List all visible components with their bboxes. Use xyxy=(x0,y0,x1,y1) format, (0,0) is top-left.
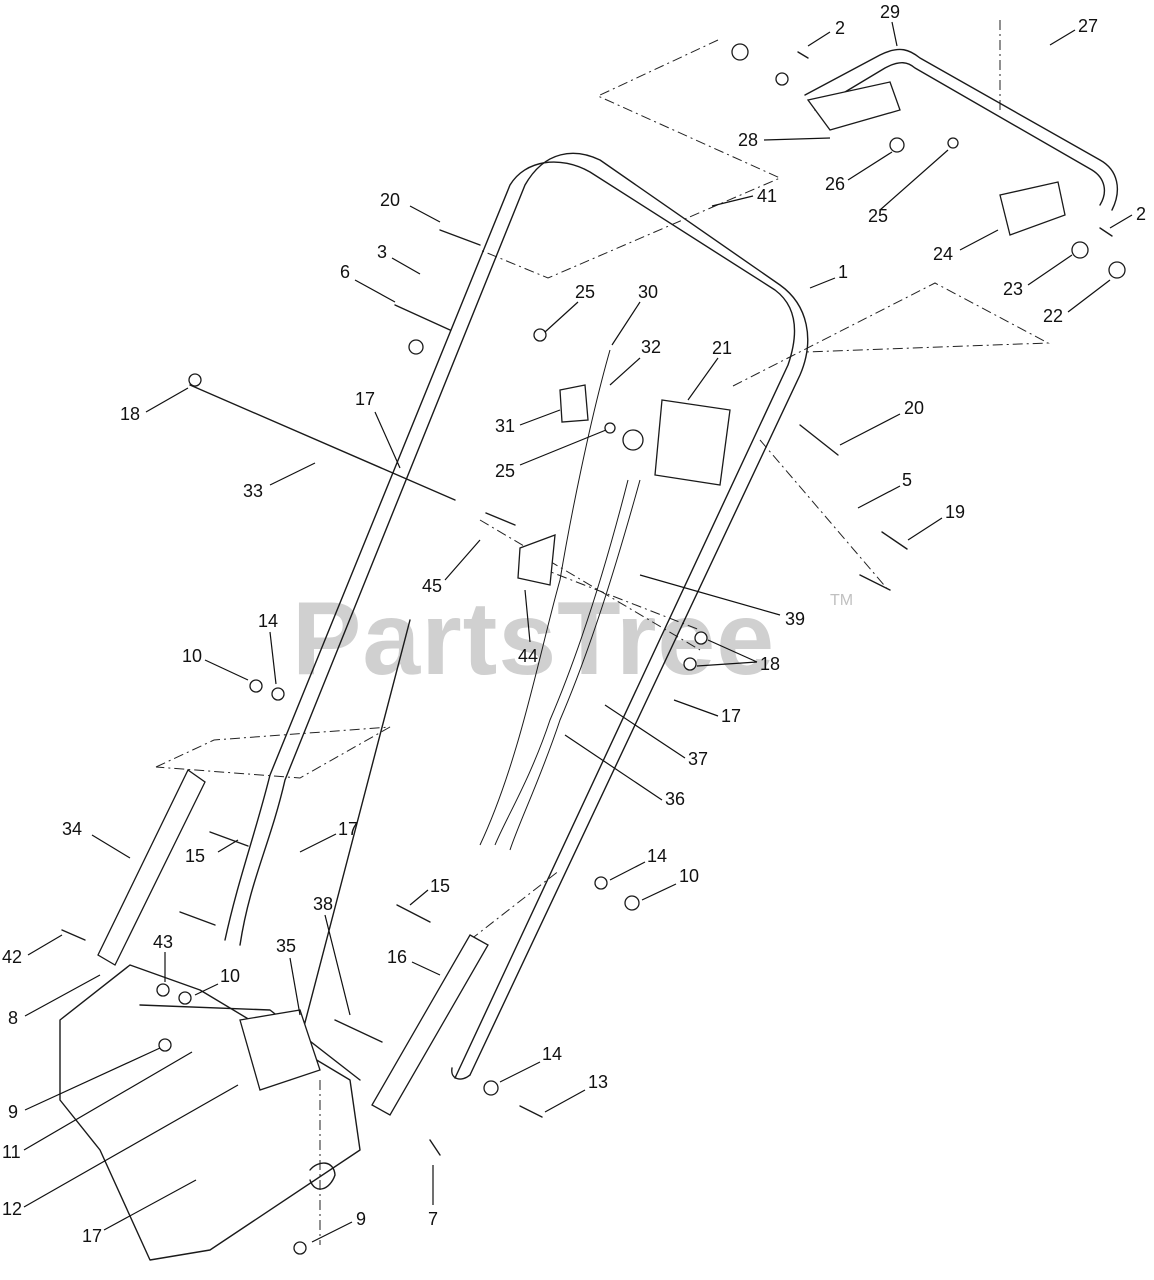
callout-26: 26 xyxy=(825,174,845,194)
upper-control-bar-part xyxy=(804,48,1119,236)
hardware-items xyxy=(61,43,1126,1255)
trademark-symbol: TM xyxy=(830,592,854,609)
callout-17: 17 xyxy=(721,706,741,726)
callout-16: 16 xyxy=(387,947,407,967)
callout-10: 10 xyxy=(220,966,240,986)
callout-20: 20 xyxy=(904,398,924,418)
callout-34: 34 xyxy=(62,819,82,839)
callout-7: 7 xyxy=(428,1209,438,1229)
callout-17: 17 xyxy=(82,1226,102,1246)
main-handle-part xyxy=(224,152,809,1080)
callout-24: 24 xyxy=(933,244,953,264)
callout-25: 25 xyxy=(868,206,888,226)
callout-18: 18 xyxy=(760,654,780,674)
callout-37: 37 xyxy=(688,749,708,769)
callout-39: 39 xyxy=(785,609,805,629)
side-arm-parts xyxy=(97,769,489,1116)
cables-and-rods xyxy=(189,349,641,1081)
callout-41: 41 xyxy=(757,186,777,206)
callout-15: 15 xyxy=(185,846,205,866)
callout-19: 19 xyxy=(945,502,965,522)
callout-2: 2 xyxy=(835,18,845,38)
callout-6: 6 xyxy=(340,262,350,282)
callout-33: 33 xyxy=(243,481,263,501)
callout-38: 38 xyxy=(313,894,333,914)
callout-44: 44 xyxy=(518,646,538,666)
callout-15: 15 xyxy=(430,876,450,896)
callout-25: 25 xyxy=(575,282,595,302)
callout-3: 3 xyxy=(377,242,387,262)
callout-29: 29 xyxy=(880,2,900,22)
callout-9: 9 xyxy=(356,1209,366,1229)
callout-labels: 1 2 2 3 5 6 7 8 9 9 10 10 10 11 12 13 14… xyxy=(2,2,1146,1246)
callout-10: 10 xyxy=(182,646,202,666)
callout-12: 12 xyxy=(2,1199,22,1219)
callout-13: 13 xyxy=(588,1072,608,1092)
callout-11: 11 xyxy=(2,1142,21,1162)
callout-43: 43 xyxy=(153,932,173,952)
callout-30: 30 xyxy=(638,282,658,302)
callout-1: 1 xyxy=(838,262,848,282)
callout-32: 32 xyxy=(641,337,661,357)
callout-21: 21 xyxy=(712,338,732,358)
callout-22: 22 xyxy=(1043,306,1063,326)
callout-14: 14 xyxy=(542,1044,562,1064)
callout-42: 42 xyxy=(2,947,22,967)
callout-17: 17 xyxy=(355,389,375,409)
callout-45: 45 xyxy=(422,576,442,596)
callout-36: 36 xyxy=(665,789,685,809)
callout-35: 35 xyxy=(276,936,296,956)
callout-28: 28 xyxy=(738,130,758,150)
callout-2: 2 xyxy=(1136,204,1146,224)
callout-14: 14 xyxy=(647,846,667,866)
callout-20: 20 xyxy=(380,190,400,210)
callout-10: 10 xyxy=(679,866,699,886)
callout-5: 5 xyxy=(902,470,912,490)
callout-18: 18 xyxy=(120,404,140,424)
callout-23: 23 xyxy=(1003,279,1023,299)
callout-27: 27 xyxy=(1078,16,1098,36)
callout-8: 8 xyxy=(8,1008,18,1028)
callout-17: 17 xyxy=(338,819,358,839)
mower-base-part xyxy=(59,964,361,1261)
callout-31: 31 xyxy=(495,416,515,436)
callout-9: 9 xyxy=(8,1102,18,1122)
callout-25: 25 xyxy=(495,461,515,481)
callout-14: 14 xyxy=(258,611,278,631)
